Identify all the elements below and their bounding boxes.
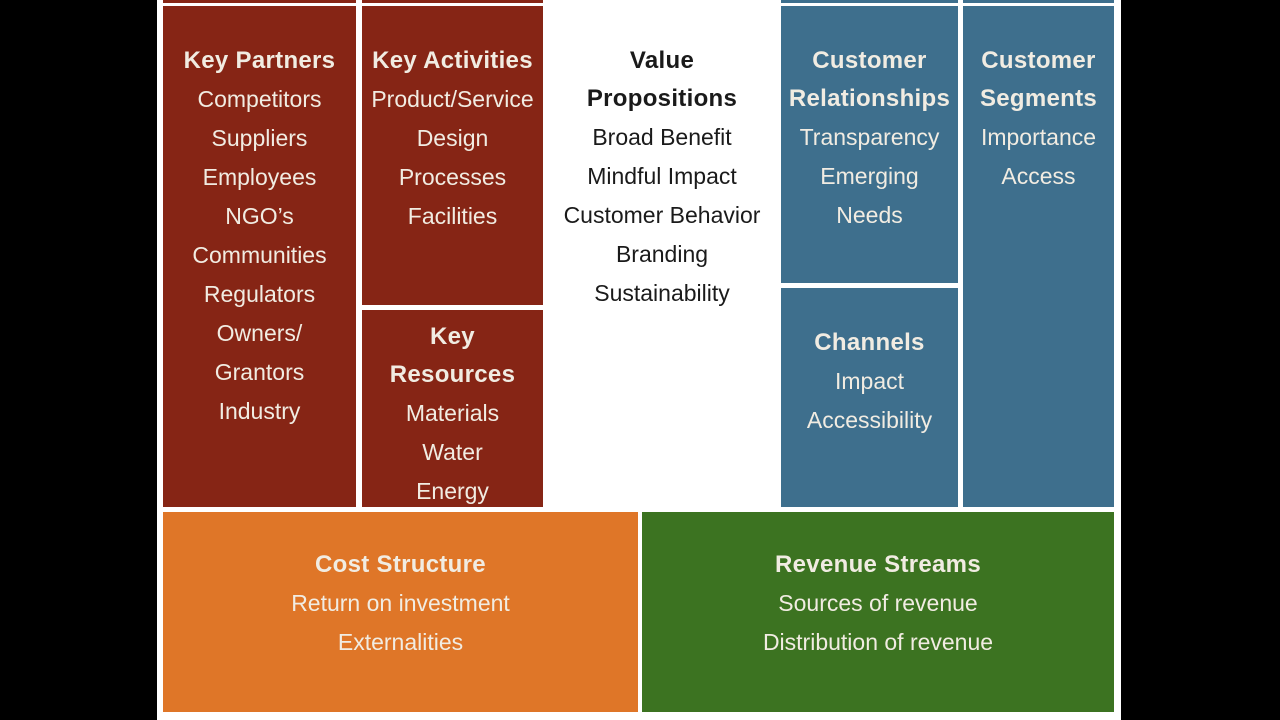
block-top-border [163, 3, 356, 6]
list-item: NGO’s [225, 203, 294, 229]
revenue-streams-title: Revenue Streams [775, 551, 981, 578]
list-item: Design [416, 125, 489, 151]
list-item: Water [422, 439, 483, 465]
list-item: Facilities [407, 203, 498, 229]
list-item: Importance [980, 124, 1097, 150]
list-item: Owners/ [216, 320, 303, 346]
list-item: Needs [836, 202, 903, 228]
list-item: Customer [812, 47, 927, 74]
list-item: Communities [192, 242, 327, 268]
list-item: Employees [202, 164, 317, 190]
list-item: Sustainability [594, 280, 730, 306]
cost-structure-title: Cost Structure [315, 551, 486, 578]
list-item: Grantors [214, 359, 305, 385]
list-item: Mindful Impact [587, 163, 737, 189]
list-item: Relationships [788, 85, 951, 112]
list-item: Customer [981, 47, 1096, 74]
list-item: Industry [218, 398, 301, 424]
list-item: Propositions [586, 85, 738, 112]
block-top-border [362, 3, 543, 6]
list-item: Externalities [337, 629, 464, 655]
block-top-border [963, 3, 1114, 6]
channels-title: Channels [814, 329, 925, 356]
list-item: Regulators [203, 281, 316, 307]
list-item: Materials [405, 400, 500, 426]
list-item: Energy [416, 478, 489, 504]
key-activities-title: Key Activities [372, 47, 533, 74]
list-item: Impact [834, 368, 905, 394]
list-item: Key [430, 323, 475, 350]
list-item: Branding [615, 241, 709, 267]
list-item: Competitors [197, 86, 322, 112]
list-item: Access [1001, 163, 1076, 189]
list-item: Sources of revenue [778, 590, 978, 616]
list-item: Transparency [799, 124, 940, 150]
list-item: Distribution of revenue [762, 629, 994, 655]
block-top-border [781, 3, 958, 6]
list-item: Segments [979, 85, 1098, 112]
list-item: Accessibility [806, 407, 933, 433]
list-item: Resources [389, 361, 516, 388]
list-item: Suppliers [211, 125, 308, 151]
list-item: Customer Behavior [563, 202, 761, 228]
list-item: Product/Service [371, 86, 534, 112]
key-partners-title: Key Partners [183, 47, 336, 74]
list-item: Emerging [820, 163, 919, 189]
list-item: Processes [398, 164, 507, 190]
list-item: Value [629, 47, 695, 74]
list-item: Return on investment [291, 590, 510, 616]
list-item: Broad Benefit [592, 124, 732, 150]
